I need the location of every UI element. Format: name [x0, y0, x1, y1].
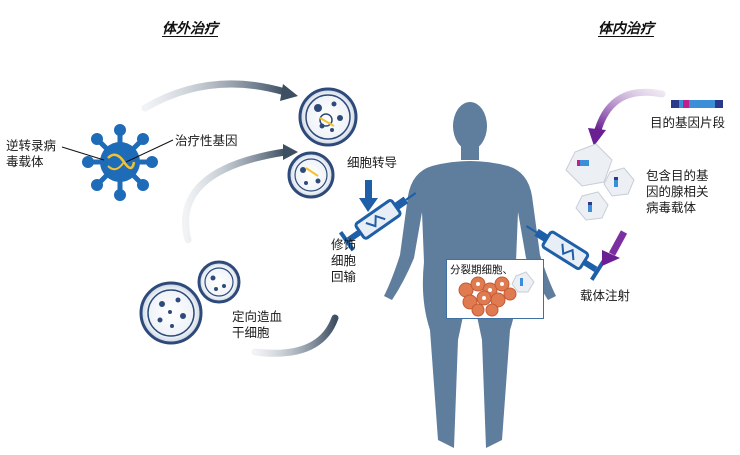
retrovirus-icon: [82, 124, 158, 201]
retrovirus-pointer: [61, 146, 105, 161]
syringe-icon: [338, 192, 417, 252]
petri-dish-icon: [139, 281, 203, 345]
retrovirus-vector-label: 逆转录病 毒载体: [6, 138, 57, 169]
petri-dish-icon: [197, 260, 241, 304]
ex-vivo-title: 体外治疗: [162, 21, 218, 37]
vector-injection-label: 载体注射: [580, 288, 631, 303]
aav-capsid-icon: [575, 191, 609, 221]
petri-dish-icon: [298, 87, 358, 147]
purple-arrow-top: [594, 88, 666, 134]
cycle-arrows: [141, 80, 339, 357]
aav-capsid-icon: [565, 143, 613, 187]
targeted-hsc-label: 定向造血 干细胞: [232, 309, 283, 340]
aav-capsid-icon: [603, 167, 635, 197]
in-vivo-title: 体内治疗: [598, 21, 654, 37]
aav-vector-label: 包含目的基 因的腺相关 病毒载体: [646, 168, 709, 215]
transduction-arrow: [359, 180, 378, 212]
dividing-cells-label: 分裂期细胞、: [450, 264, 513, 276]
cycle-arrowheads: [280, 84, 298, 160]
purple-arrow-injection: [602, 230, 628, 266]
therapeutic-gene-label: 治疗性基因: [175, 133, 238, 148]
modified-reinfusion-label: 修饰 细胞 回输: [331, 237, 357, 284]
petri-dish-icon: [287, 151, 335, 199]
gene-fragment-icon: [671, 100, 723, 108]
human-body-icon: [384, 102, 556, 448]
target-gene-fragment-label: 目的基因片段: [650, 115, 726, 130]
syringe-icon: [525, 225, 606, 281]
purple-arrowhead-top: [588, 128, 606, 146]
gene-pointer: [125, 139, 174, 163]
cell-transduction-label: 细胞转导: [347, 155, 398, 170]
